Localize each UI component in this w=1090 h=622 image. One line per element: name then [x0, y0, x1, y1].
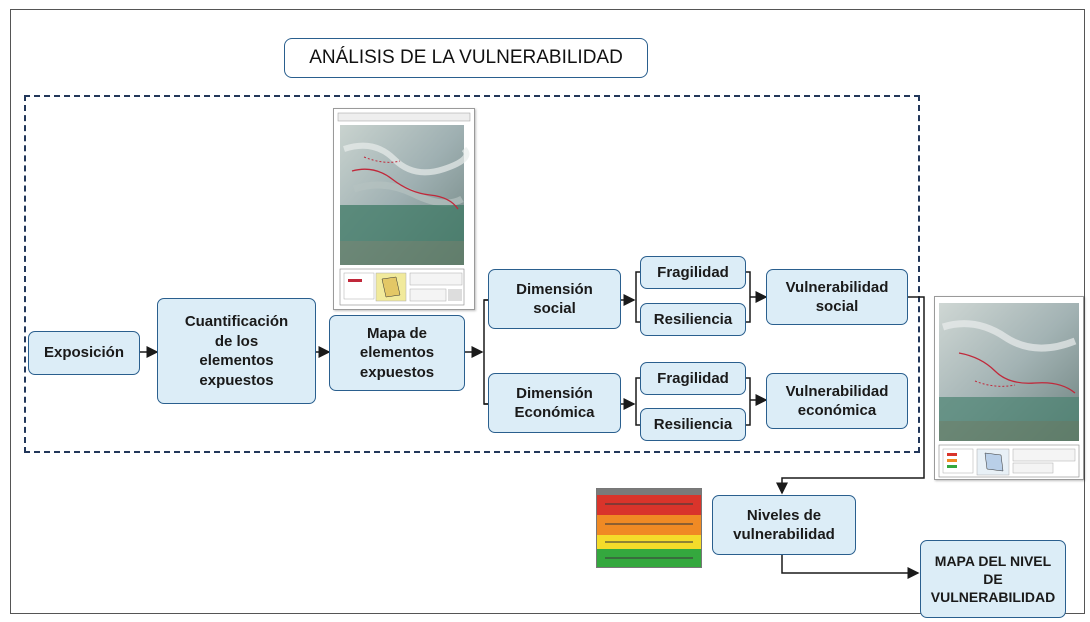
arrow-niveles-to-mapa-nivel [781, 555, 920, 579]
node-dimension-social: Dimensión social [488, 269, 621, 329]
vulnerability-levels-legend-thumbnail [596, 488, 702, 568]
vulnerability-level-map-thumbnail [934, 296, 1084, 480]
bracket-social-merge [746, 271, 751, 323]
node-niveles-vulnerabilidad: Niveles de vulnerabilidad [712, 495, 856, 555]
node-resiliencia-social: Resiliencia [640, 303, 746, 336]
node-mapa-elementos: Mapa de elementos expuestos [329, 315, 465, 391]
node-mapa-nivel-vulnerabilidad: MAPA DEL NIVEL DE VULNERABILIDAD [920, 540, 1066, 618]
node-cuantificacion: Cuantificación de los elementos expuesto… [157, 298, 316, 404]
bracket-economica-factors [635, 377, 640, 426]
diagram-title: ANÁLISIS DE LA VULNERABILIDAD [284, 38, 648, 78]
bracket-social-factors [635, 271, 640, 323]
bracket-economica-merge [746, 377, 751, 426]
node-dimension-economica: Dimensión Económica [488, 373, 621, 433]
exposed-elements-map-thumbnail [333, 108, 475, 310]
map-thumbnail-image [334, 109, 474, 309]
node-resiliencia-economica: Resiliencia [640, 408, 746, 441]
diagram-frame [10, 9, 1085, 614]
analysis-dashed-boundary [24, 95, 920, 453]
node-vulnerabilidad-economica: Vulnerabilidad económica [766, 373, 908, 429]
node-fragilidad-economica: Fragilidad [640, 362, 746, 395]
legend-band-very-high [597, 489, 701, 495]
node-exposicion: Exposición [28, 331, 140, 375]
map-thumbnail-image [935, 297, 1083, 479]
node-fragilidad-social: Fragilidad [640, 256, 746, 289]
legend-band-medium [597, 515, 701, 535]
legend-text-line [605, 503, 693, 505]
legend-band-high [597, 495, 701, 515]
legend-text-line [605, 523, 693, 525]
node-vulnerabilidad-social: Vulnerabilidad social [766, 269, 908, 325]
arrow-social-vuln-to-niveles [776, 296, 925, 495]
legend-text-line [605, 541, 693, 543]
legend-text-line [605, 557, 693, 559]
